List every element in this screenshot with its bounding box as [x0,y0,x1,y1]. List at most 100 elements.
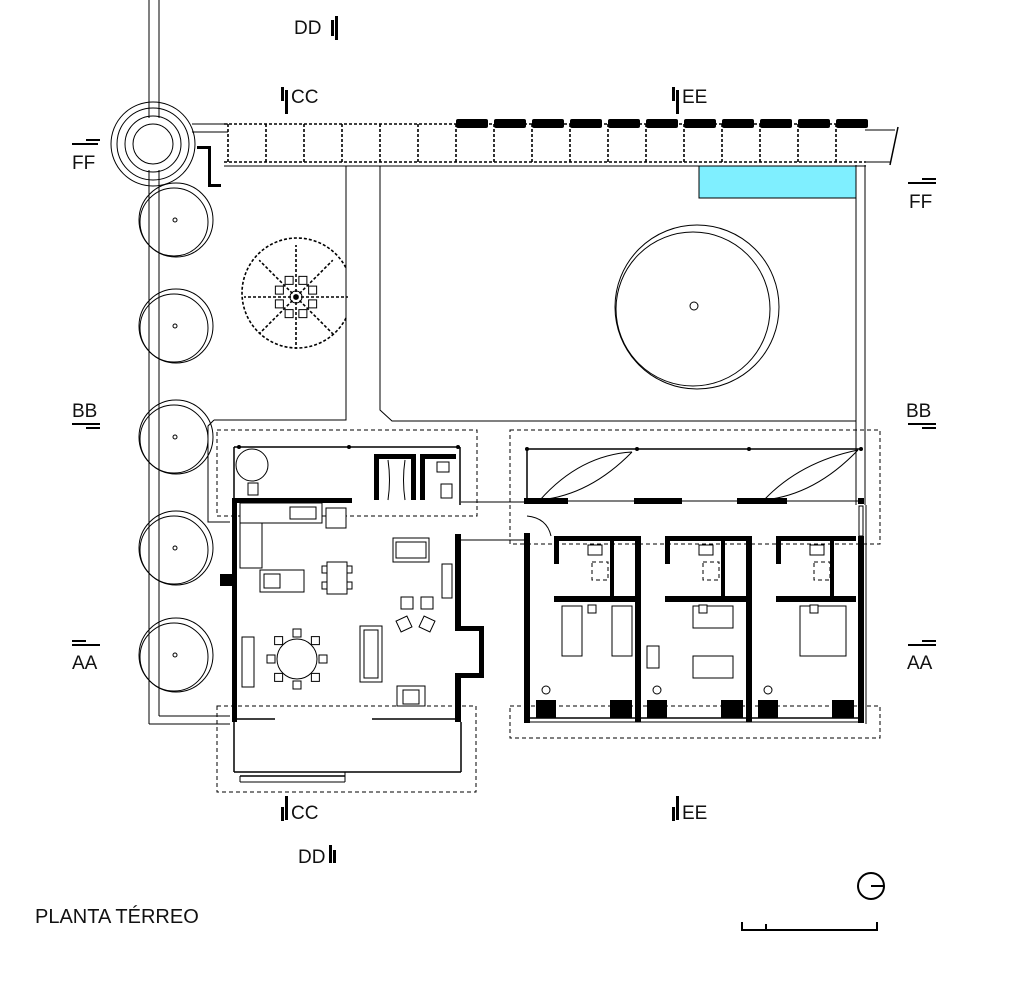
section-aa-left: AA [72,653,98,674]
bathroom-wall [776,536,781,564]
pergola-block [684,119,716,128]
living-block [220,498,484,722]
section-ff-right: FF [909,192,932,213]
scale-bar-icon [741,922,878,931]
section-markers: DD CC EE FF FF BB BB AA AA [72,16,936,868]
lamp [652,685,662,695]
tree-canopy-inner [139,622,209,692]
pool [698,165,857,199]
shower [702,561,720,581]
wardrobe [647,700,667,718]
pergola-block [532,119,564,128]
dining-chair [310,636,320,646]
gazebo-chair [298,275,308,285]
tree-canopy-inner [139,404,209,474]
bedroom-wing [509,429,881,739]
gazebo [241,237,348,349]
bed [611,605,633,657]
pergola-block [836,119,868,128]
bathroom-wall [721,541,725,596]
dining-chair [274,672,284,682]
pergola [224,119,868,167]
tree-canopy [138,182,214,258]
large-tree [614,224,780,390]
gazebo-chair [308,285,318,295]
walkway [461,501,552,541]
sink [587,544,603,556]
dining-chair [274,636,284,646]
gazebo-spoke [258,259,297,298]
bathroom-wall [830,541,834,596]
lamp [541,685,551,695]
pergola-block [456,119,488,128]
bedroom-unit [536,536,641,722]
tree-trunk [172,217,178,223]
section-ee-top: EE [682,87,707,108]
north-arrow-icon [857,872,885,900]
gazebo-spoke [258,296,297,335]
dining-chair [266,654,276,664]
wardrobe [721,700,743,718]
wardrobe [832,700,854,718]
bedroom-partition [746,536,752,722]
tree-canopy-inner [139,293,209,363]
bedroom-partition [635,536,641,722]
section-aa-right: AA [907,653,933,674]
tree-trunk [172,323,178,329]
service-area [216,429,478,517]
wardrobe [758,700,778,718]
bathroom-wall [554,536,559,564]
section-dd-top: DD [294,18,321,39]
gazebo-spoke [295,296,334,335]
plan-title: PLANTA TÉRREO [35,905,199,928]
bathroom-wall [554,596,636,602]
dining-chair [292,628,302,638]
sink [698,544,714,556]
tree-canopy [138,399,214,475]
bed [692,655,734,679]
gazebo-chair [298,309,308,319]
pergola-block [570,119,602,128]
bedroom-unit [758,536,856,718]
gazebo-chair [274,299,284,309]
tree-canopy-inner [139,187,209,257]
bathroom-wall [776,536,856,541]
gazebo-chair [284,309,294,319]
pergola-block [646,119,678,128]
tree-canopy [138,510,214,586]
tree-trunk [172,652,178,658]
pergola-block [494,119,526,128]
bathroom-wall [554,536,636,541]
bed [799,605,847,657]
section-dd-bottom: DD [298,847,325,868]
bathroom-wall [610,541,614,596]
dining-chair [310,672,320,682]
pergola-block [760,119,792,128]
shower [591,561,609,581]
gazebo-spoke [295,259,334,298]
pergola-block [722,119,754,128]
nightstand [698,604,708,614]
tree-trunk [172,545,178,551]
lamp [763,685,773,695]
section-cc-bottom: CC [291,803,318,824]
dining-chair [292,680,302,690]
wardrobe [610,700,632,718]
nightstand [587,604,597,614]
gazebo-chair [284,275,294,285]
tree-canopy-inner [139,515,209,585]
pergola-block [798,119,830,128]
roundabout [110,101,221,187]
gazebo-chair [308,299,318,309]
tree-canopy [138,288,214,364]
terrace [216,705,477,793]
bed [561,605,583,657]
bathroom-wall [776,596,856,602]
dining-chair [318,654,328,664]
section-cc-top: CC [291,87,318,108]
bathroom-wall [665,536,747,541]
desk [646,645,660,669]
site-boundary [148,0,899,725]
bedroom-unit [646,536,752,722]
